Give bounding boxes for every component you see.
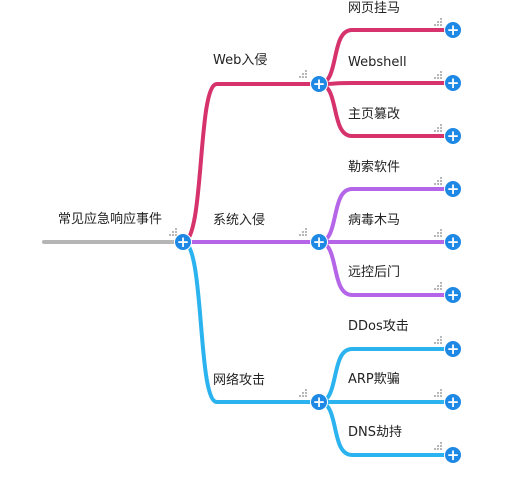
leaf-dots-icon bbox=[432, 336, 442, 344]
branch-connector bbox=[181, 82, 321, 244]
leaf-homepage-tamper-label[interactable]: 主页篡改 bbox=[348, 107, 401, 122]
leaf-remote-backdoor-label[interactable]: 远控后门 bbox=[348, 265, 401, 280]
leaf-dns-hijack-label[interactable]: DNS劫持 bbox=[348, 425, 402, 440]
branch-system-intrusion-label[interactable]: 系统入侵 bbox=[213, 213, 266, 228]
leaf-webshell-label[interactable]: Webshell bbox=[348, 55, 407, 70]
branch-network-expand-icon[interactable]: + bbox=[311, 393, 327, 411]
root-expand-icon[interactable]: + bbox=[175, 233, 191, 251]
leaf-webpage-trojan-label[interactable]: 网页挂马 bbox=[348, 1, 401, 16]
leaf-expand-icon[interactable]: + bbox=[445, 393, 461, 411]
branch-system-dots-icon bbox=[297, 228, 307, 236]
branch-connector bbox=[181, 240, 321, 404]
leaf-dots-icon bbox=[432, 177, 442, 185]
leaf-dots-icon bbox=[432, 124, 442, 132]
leaf-expand-icon[interactable]: + bbox=[445, 340, 461, 358]
leaf-dots-icon bbox=[432, 282, 442, 290]
leaf-dots-icon bbox=[432, 389, 442, 397]
leaf-expand-icon[interactable]: + bbox=[445, 21, 461, 39]
leaf-expand-icon[interactable]: + bbox=[445, 446, 461, 464]
root-dots-icon bbox=[167, 228, 177, 236]
leaf-dots-icon bbox=[432, 442, 442, 450]
leaf-expand-icon[interactable]: + bbox=[445, 127, 461, 145]
branch-web-dots-icon bbox=[297, 70, 307, 78]
branch-web-expand-icon[interactable]: + bbox=[311, 75, 327, 93]
branch-system-expand-icon[interactable]: + bbox=[311, 233, 327, 251]
branch-network-dots-icon bbox=[297, 389, 307, 397]
leaf-connector bbox=[317, 81, 455, 86]
leaf-dots-icon bbox=[432, 71, 442, 79]
leaf-expand-icon[interactable]: + bbox=[445, 286, 461, 304]
leaf-expand-icon[interactable]: + bbox=[445, 233, 461, 251]
leaf-ransomware-label[interactable]: 勒索软件 bbox=[348, 160, 401, 175]
root-topic-label[interactable]: 常见应急响应事件 bbox=[58, 212, 163, 227]
leaf-virus-trojan-label[interactable]: 病毒木马 bbox=[348, 213, 401, 228]
leaf-expand-icon[interactable]: + bbox=[445, 180, 461, 198]
branch-web-intrusion-label[interactable]: Web入侵 bbox=[213, 53, 268, 68]
leaf-dots-icon bbox=[432, 18, 442, 26]
branch-network-attack-label[interactable]: 网络攻击 bbox=[213, 373, 266, 388]
leaf-dots-icon bbox=[432, 229, 442, 237]
leaf-arp-spoofing-label[interactable]: ARP欺骗 bbox=[348, 372, 400, 387]
leaf-expand-icon[interactable]: + bbox=[445, 74, 461, 92]
leaf-ddos-label[interactable]: DDos攻击 bbox=[348, 319, 409, 334]
